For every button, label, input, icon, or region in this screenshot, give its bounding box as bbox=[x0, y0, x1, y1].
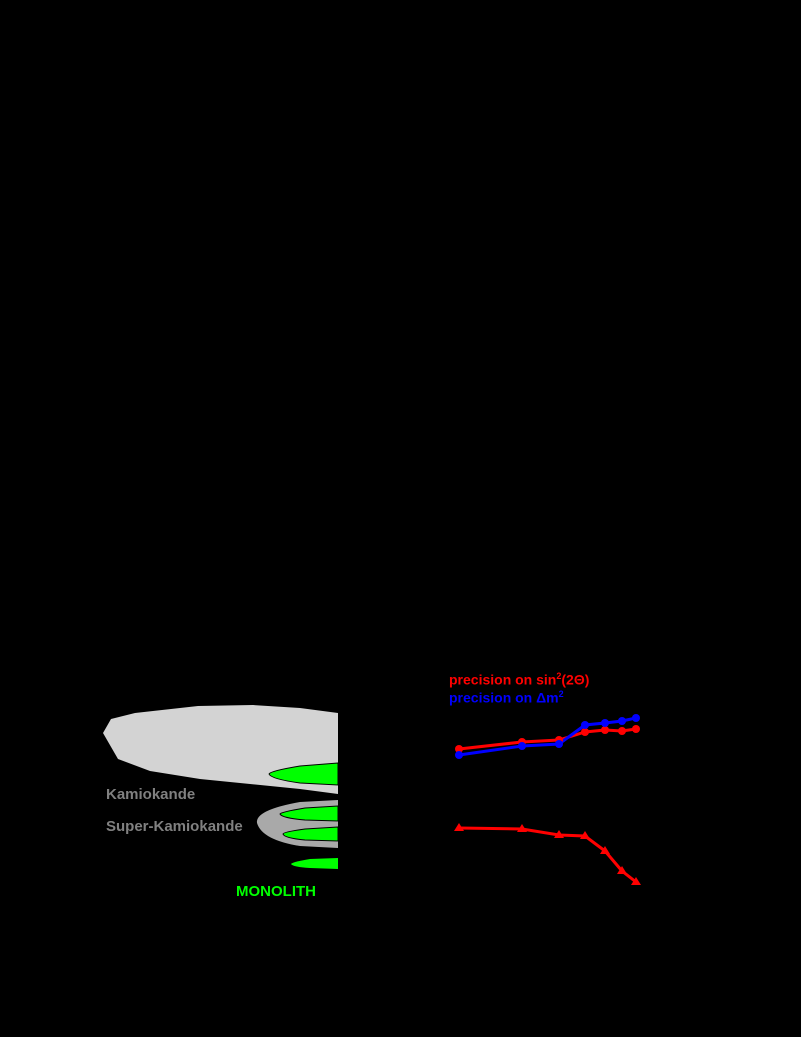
legend-sin2theta: precision on sin2(2Θ) bbox=[449, 671, 589, 688]
series-triangle-markers bbox=[454, 823, 641, 885]
monolith-contour-3 bbox=[282, 826, 339, 842]
monolith-contour-1 bbox=[268, 762, 339, 786]
series-dm2-line bbox=[458, 716, 637, 757]
series-triangle-line bbox=[458, 826, 637, 884]
monolith-label: MONOLITH bbox=[236, 883, 316, 900]
superk-label: Super-Kamiokande bbox=[106, 818, 243, 835]
monolith-contour-2 bbox=[279, 805, 339, 822]
legend-dm2-prefix: precision on Δm bbox=[449, 689, 559, 706]
legend-sin2theta-sup: 2 bbox=[556, 671, 562, 681]
monolith-contour-4 bbox=[291, 858, 338, 869]
series-dm2-markers bbox=[455, 714, 640, 759]
legend-dm2: precision on Δm2 bbox=[449, 689, 564, 706]
legend-sin2theta-suffix: (2Θ) bbox=[561, 671, 590, 688]
legend-dm2-sup: 2 bbox=[558, 689, 564, 699]
legend-sin2theta-prefix: precision on sin bbox=[449, 671, 557, 688]
kamiokande-label: Kamiokande bbox=[106, 786, 196, 803]
